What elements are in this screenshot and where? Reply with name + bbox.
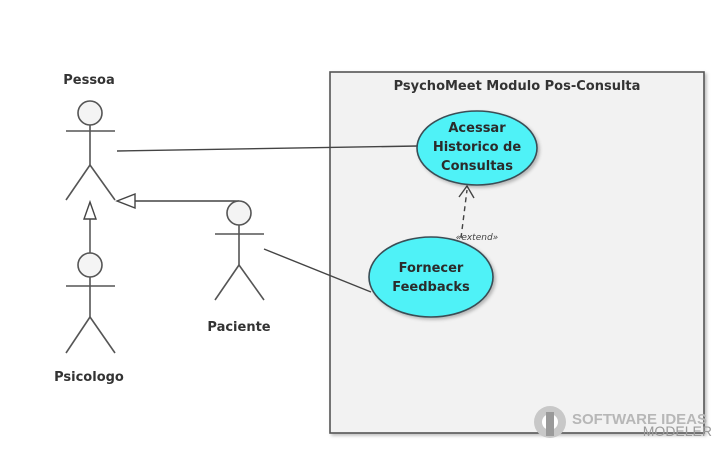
software-ideas-logo-icon (534, 406, 566, 438)
actor-pessoa-label: Pessoa (63, 73, 115, 88)
use-case-feedbacks-line2: Feedbacks (392, 280, 470, 295)
watermark-line1: SOFTWARE IDEAS (572, 411, 707, 428)
actor-pessoa[interactable]: Pessoa (63, 73, 116, 201)
association-pessoa-historico[interactable] (116, 145, 419, 152)
watermark-line2: MODELER (643, 423, 712, 439)
actor-psicologo-icon (77, 252, 103, 278)
generalization-paciente-pessoa[interactable] (115, 192, 239, 210)
watermark: SOFTWARE IDEAS MODELER (534, 406, 712, 439)
generalization-psicologo-pessoa[interactable] (83, 199, 97, 253)
extend-dependency[interactable]: «extend» (456, 184, 498, 243)
use-case-feedbacks[interactable]: Fornecer Feedbacks (368, 236, 494, 318)
association-paciente-feedbacks[interactable] (263, 248, 372, 293)
actor-paciente-icon (226, 200, 252, 226)
use-case-historico-line1: Acessar (448, 121, 506, 136)
actor-psicologo[interactable]: Psicologo (54, 252, 124, 385)
actor-paciente[interactable]: Paciente (207, 200, 271, 335)
use-case-feedbacks-line1: Fornecer (399, 261, 464, 276)
use-case-historico-line2: Historico de (433, 140, 522, 155)
actor-psicologo-label: Psicologo (54, 370, 124, 385)
actor-pessoa-icon (77, 100, 103, 126)
system-title: PsychoMeet Modulo Pos-Consulta (394, 79, 641, 94)
extend-label: «extend» (456, 233, 498, 243)
use-case-historico[interactable]: Acessar Historico de Consultas (416, 110, 538, 186)
use-case-historico-line3: Consultas (441, 159, 513, 174)
actor-paciente-label: Paciente (207, 320, 270, 335)
